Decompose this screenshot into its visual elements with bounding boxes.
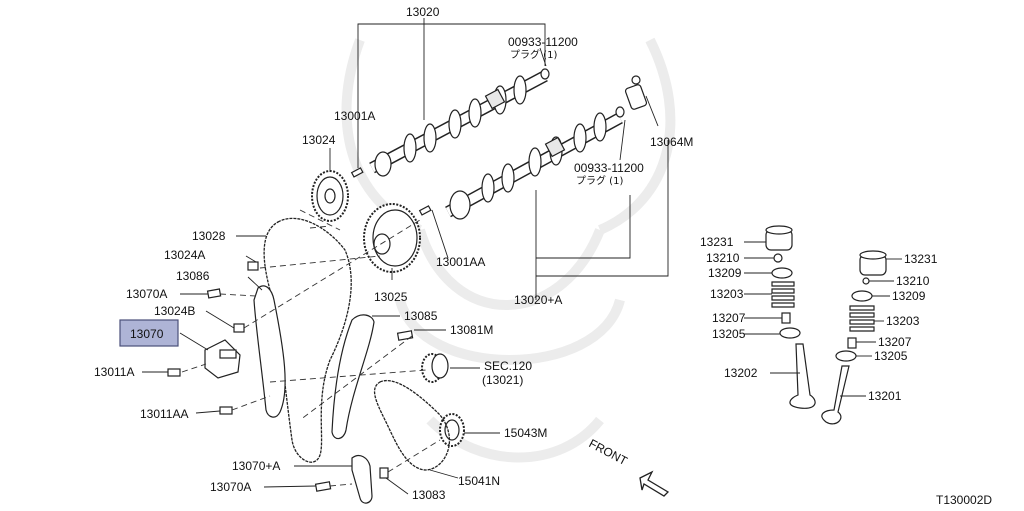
- label-13085[interactable]: 13085: [404, 309, 438, 323]
- plug-upper[interactable]: [540, 68, 550, 80]
- label-13201[interactable]: 13201: [868, 389, 902, 403]
- crank-sprocket[interactable]: [421, 353, 449, 383]
- label-13001aa[interactable]: 13001AA: [436, 255, 485, 269]
- plug-lower[interactable]: [615, 106, 625, 118]
- label-sec-120[interactable]: SEC.120: [484, 359, 532, 373]
- bolt-13011aa[interactable]: [219, 406, 233, 415]
- pin-13070a[interactable]: [206, 288, 222, 299]
- label-13070a[interactable]: 13070A: [126, 287, 167, 301]
- sprocket-13025[interactable]: [363, 203, 421, 273]
- label-13202[interactable]: 13202: [724, 366, 758, 380]
- label-plug-b[interactable]: 00933-11200: [574, 161, 644, 175]
- label-sec-120-sub: (13021): [482, 373, 523, 387]
- label-13011aa[interactable]: 13011AA: [140, 407, 189, 421]
- label-13209-right[interactable]: 13209: [892, 289, 926, 303]
- label-13001a[interactable]: 13001A: [334, 109, 375, 123]
- label-plug-a[interactable]: 00933-11200: [508, 35, 578, 49]
- label-13028[interactable]: 13028: [192, 229, 226, 243]
- label-13205-left[interactable]: 13205: [712, 327, 746, 341]
- bolt-13024a[interactable]: [247, 261, 259, 271]
- oil-pump-chain[interactable]: [373, 379, 451, 471]
- label-13025[interactable]: 13025: [374, 290, 408, 304]
- label-13203-left[interactable]: 13203: [710, 287, 744, 301]
- camshaft-lower[interactable]: [445, 106, 625, 220]
- cam-sensor[interactable]: [624, 75, 648, 110]
- tensioner-guide[interactable]: [331, 314, 375, 440]
- label-front: FRONT: [587, 436, 631, 468]
- label-13209-left[interactable]: 13209: [708, 266, 742, 280]
- dowel-pin-aa[interactable]: [418, 205, 432, 216]
- valve-group-left[interactable]: [765, 225, 816, 409]
- label-13070-plus-a[interactable]: 13070+A: [232, 459, 280, 473]
- label-13020-plus-a[interactable]: 13020+A: [514, 293, 562, 307]
- label-13207-right[interactable]: 13207: [878, 335, 912, 349]
- label-13011a[interactable]: 13011A: [94, 365, 134, 379]
- label-13086[interactable]: 13086: [176, 269, 210, 283]
- label-15041n[interactable]: 15041N: [458, 474, 500, 488]
- label-13020[interactable]: 13020: [406, 5, 440, 19]
- oil-pump-sprocket[interactable]: [439, 413, 465, 447]
- label-13024b[interactable]: 13024B: [154, 304, 195, 318]
- pin-bottom[interactable]: [314, 481, 332, 492]
- label-13064m[interactable]: 13064M: [650, 135, 693, 149]
- label-13231-right[interactable]: 13231: [904, 252, 938, 266]
- label-13083[interactable]: 13083: [412, 488, 446, 502]
- label-13024[interactable]: 13024: [302, 133, 336, 147]
- label-13231-left[interactable]: 13231: [700, 235, 734, 249]
- label-13207-left[interactable]: 13207: [712, 311, 746, 325]
- label-13210-left[interactable]: 13210: [706, 251, 740, 265]
- label-13024a[interactable]: 13024A: [164, 248, 205, 262]
- bolt-13024b[interactable]: [233, 323, 245, 333]
- lower-tensioner-arm[interactable]: [351, 454, 373, 504]
- label-13210-right[interactable]: 13210: [896, 274, 930, 288]
- dowel-pin-a[interactable]: [350, 167, 364, 178]
- label-13205-right[interactable]: 13205: [874, 349, 908, 363]
- camshaft-upper[interactable]: [369, 68, 550, 177]
- bolt-13083[interactable]: [379, 467, 389, 479]
- label-plug-note-b: プラグ (1): [576, 174, 623, 187]
- sprocket-13024[interactable]: [311, 170, 349, 222]
- label-13070a-bottom[interactable]: 13070A: [210, 480, 251, 494]
- pin-13081m[interactable]: [396, 330, 414, 341]
- label-13081m[interactable]: 13081M: [450, 323, 493, 337]
- highlight-box: [119, 319, 179, 347]
- valve-group-right[interactable]: [821, 250, 887, 425]
- label-13070-highlighted[interactable]: 13070: [130, 327, 164, 341]
- diagram-id: T130002D: [936, 493, 992, 507]
- label-plug-note-a: プラグ (1): [510, 48, 557, 61]
- front-arrow-icon: [639, 470, 670, 497]
- bolt-13011a[interactable]: [167, 368, 181, 377]
- label-13203-right[interactable]: 13203: [886, 314, 920, 328]
- chain-guide[interactable]: [253, 285, 286, 418]
- label-15043m[interactable]: 15043M: [504, 426, 547, 440]
- chain-tensioner[interactable]: [204, 339, 241, 379]
